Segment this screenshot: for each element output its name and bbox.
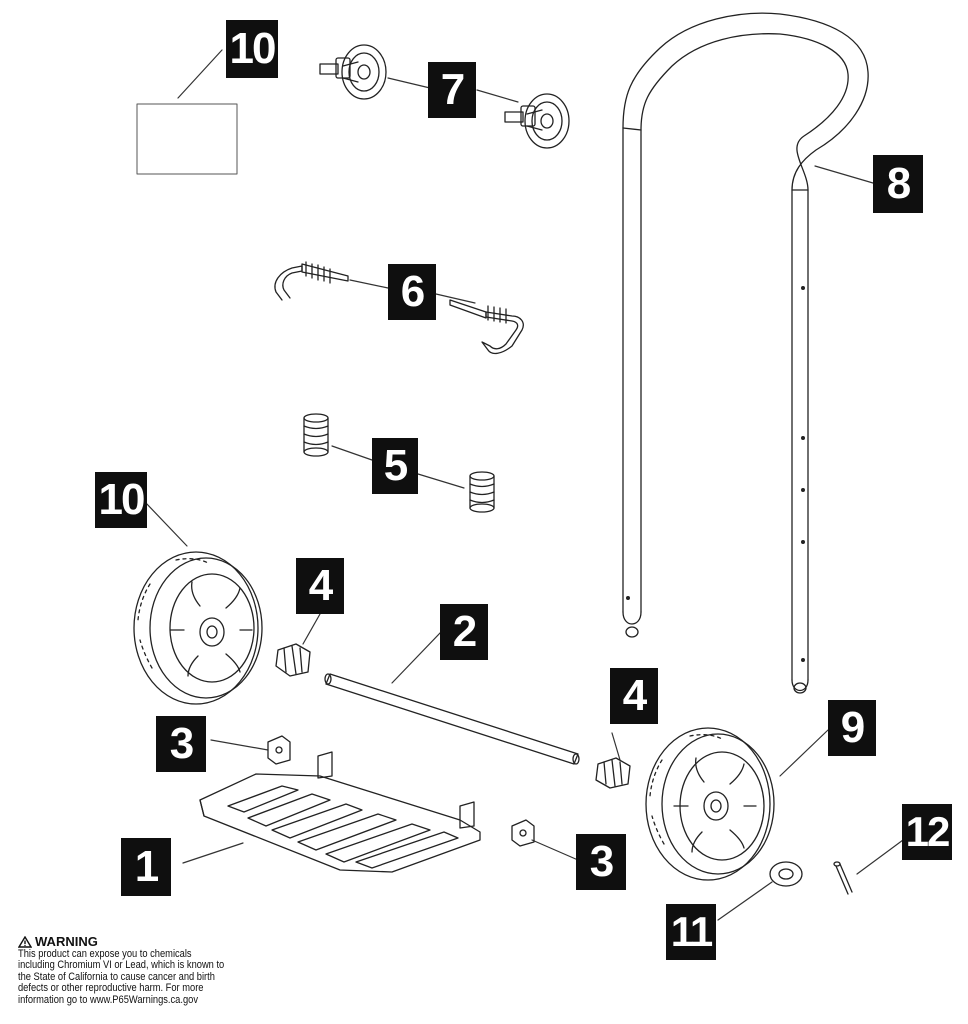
part-10-sheet (136, 103, 238, 175)
part-number-10-wheel: 10 (95, 472, 147, 528)
part-number-4-left: 4 (296, 558, 344, 614)
part-number-9: 9 (828, 700, 876, 756)
warning-line: information go to www.P65Warnings.ca.gov (18, 993, 198, 1006)
part-10-left-wheel (133, 551, 263, 705)
warning-line: defects or other reproductive harm. For … (18, 982, 204, 995)
part-4-axle-caps (275, 643, 631, 789)
part-12-cotter-pin (833, 861, 853, 895)
part-number-3-right: 3 (576, 834, 626, 890)
part-number-2: 2 (440, 604, 488, 660)
warning-line: This product can expose you to chemicals (18, 948, 192, 960)
leader-lines (144, 49, 904, 921)
warning-text: This product can expose you to chemicals… (18, 948, 269, 1006)
part-number-8: 8 (873, 155, 923, 213)
warning-triangle-icon (18, 935, 32, 948)
warning-heading: WARNING (18, 934, 268, 949)
part-number-4-right: 4 (610, 668, 658, 724)
part-number-11: 11 (666, 904, 716, 960)
part-number-5: 5 (372, 438, 418, 494)
part-1-base-plate (199, 751, 481, 873)
part-number-10-top: 10 (226, 20, 278, 78)
part-7-caster-wheels (319, 44, 570, 149)
warning-title: WARNING (35, 934, 98, 949)
part-number-6: 6 (388, 264, 436, 320)
part-3-brackets (267, 735, 535, 847)
part-8-handle-frame (622, 12, 869, 694)
part-11-washer (769, 861, 803, 887)
part-number-7: 7 (428, 62, 476, 118)
part-2-axle (324, 673, 580, 765)
prop65-warning: WARNING This product can expose you to c… (18, 934, 268, 1006)
part-5-bushings (303, 413, 495, 513)
part-number-1: 1 (121, 838, 171, 896)
part-6-hitch-pins (274, 261, 524, 355)
warning-line: the State of California to cause cancer … (18, 970, 215, 983)
warning-line: including Chromium VI or Lead, which is … (18, 959, 225, 972)
part-9-right-wheel (645, 727, 775, 881)
part-number-3-left: 3 (156, 716, 206, 772)
part-number-12: 12 (902, 804, 952, 860)
